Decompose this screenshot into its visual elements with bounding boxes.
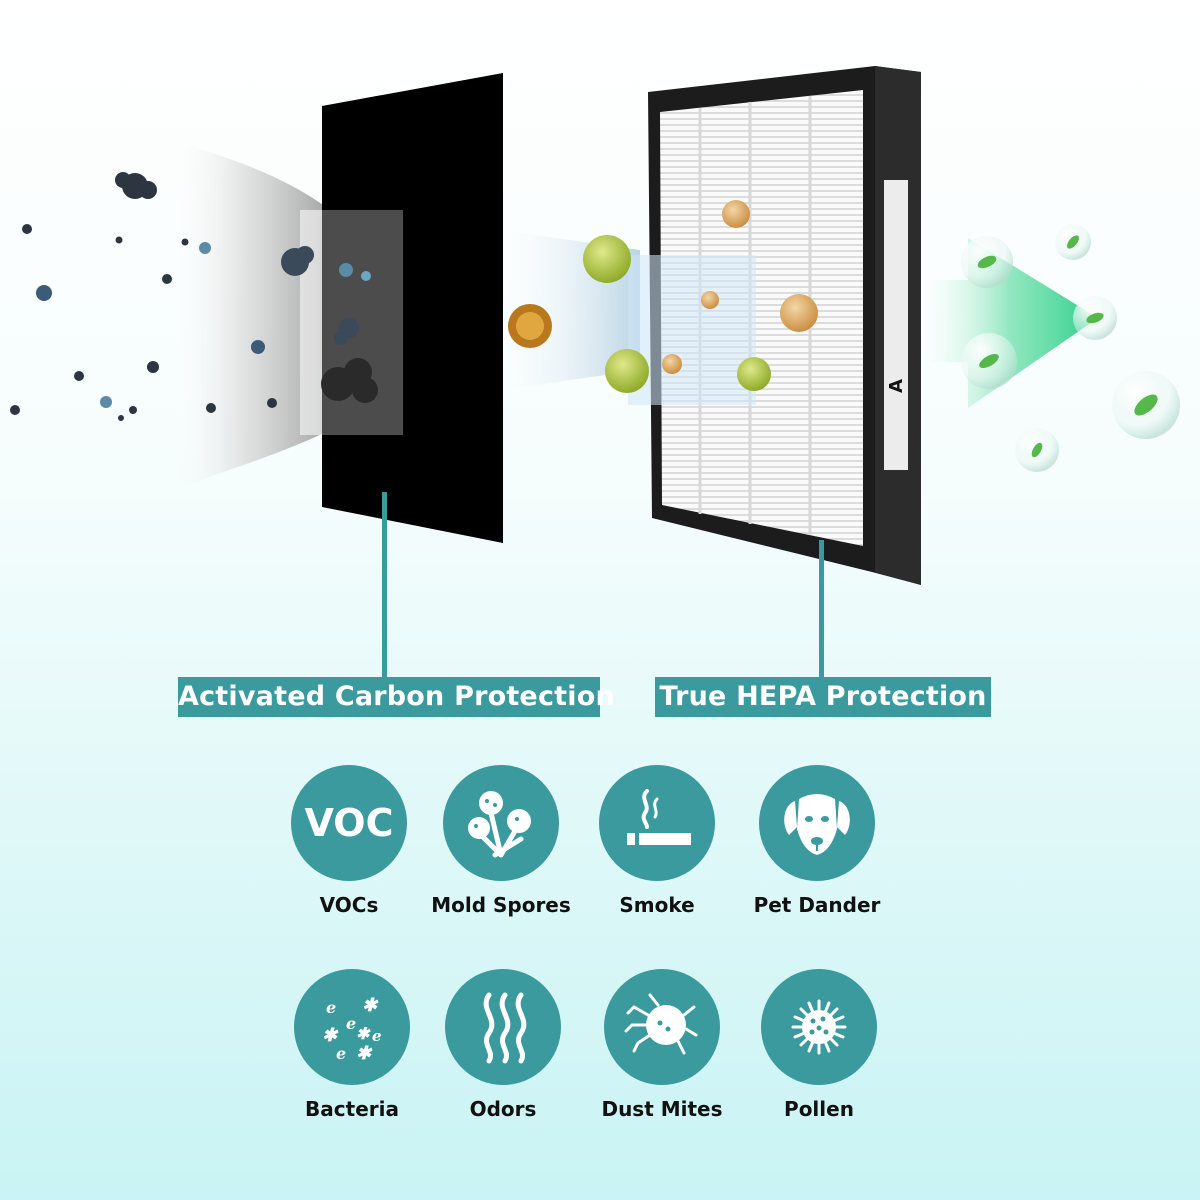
filtration-illustration: A [10,66,1180,585]
pollutant-label: Smoke [619,893,695,917]
voc-icon-text: VOC [304,801,394,845]
clean-air-bubbles [961,224,1180,472]
dust-particles [10,172,277,421]
svg-text:✱: ✱ [356,1024,371,1043]
pollutant-label: Pet Dander [753,893,881,917]
pollen-icon [761,969,877,1085]
polluted-airflow [170,140,330,490]
pollutant-label: VOCs [319,893,379,917]
bacteria-icon: e ✱ e ✱ ✱ e e ✱ [294,969,410,1085]
svg-text:e: e [326,998,336,1017]
pollutant-smoke: Smoke [567,765,747,917]
svg-text:✱: ✱ [322,1025,339,1046]
pollutant-label: Odors [469,1097,537,1121]
carbon-callout-line [382,492,387,680]
pollutant-label: Mold Spores [431,893,571,917]
pollutant-label: Pollen [784,1097,854,1121]
filter-mark: A [886,379,907,393]
svg-text:e: e [346,1014,356,1033]
pollutant-dust-mites: Dust Mites [572,969,752,1121]
pollutant-label: Bacteria [305,1097,399,1121]
pollutant-voc: VOC VOCs [259,765,439,917]
dust-mites-icon [604,969,720,1085]
trapped-particles [281,246,378,403]
svg-text:e: e [372,1027,382,1045]
pollutant-label: Dust Mites [601,1097,723,1121]
pet-dander-icon [759,765,875,881]
svg-text:✱: ✱ [356,1043,373,1064]
pollutant-bacteria: e ✱ e ✱ ✱ e e ✱ Bacteria [262,969,442,1121]
smoke-icon [599,765,715,881]
mold-spores-icon [443,765,559,881]
hepa-filter-media [660,90,863,546]
svg-text:e: e [336,1044,346,1063]
hepa-callout-line [819,540,824,680]
pollutant-mold-spores: Mold Spores [411,765,591,917]
pollutant-odors: Odors [413,969,593,1121]
odors-icon [445,969,561,1085]
hepa-protection-label: True HEPA Protection [655,677,991,717]
filter-side-label [884,180,908,470]
pollutant-pet-dander: Pet Dander [727,765,907,917]
clean-air-arrow [922,238,1098,408]
hepa-detail-panel [628,255,756,405]
voc-icon: VOC [291,765,407,881]
trapped-allergens [583,200,818,393]
pollutant-pollen: Pollen [729,969,909,1121]
svg-text:✱: ✱ [362,995,379,1016]
pollen-particle [508,304,552,348]
carbon-protection-label: Activated Carbon Protection [178,677,615,717]
